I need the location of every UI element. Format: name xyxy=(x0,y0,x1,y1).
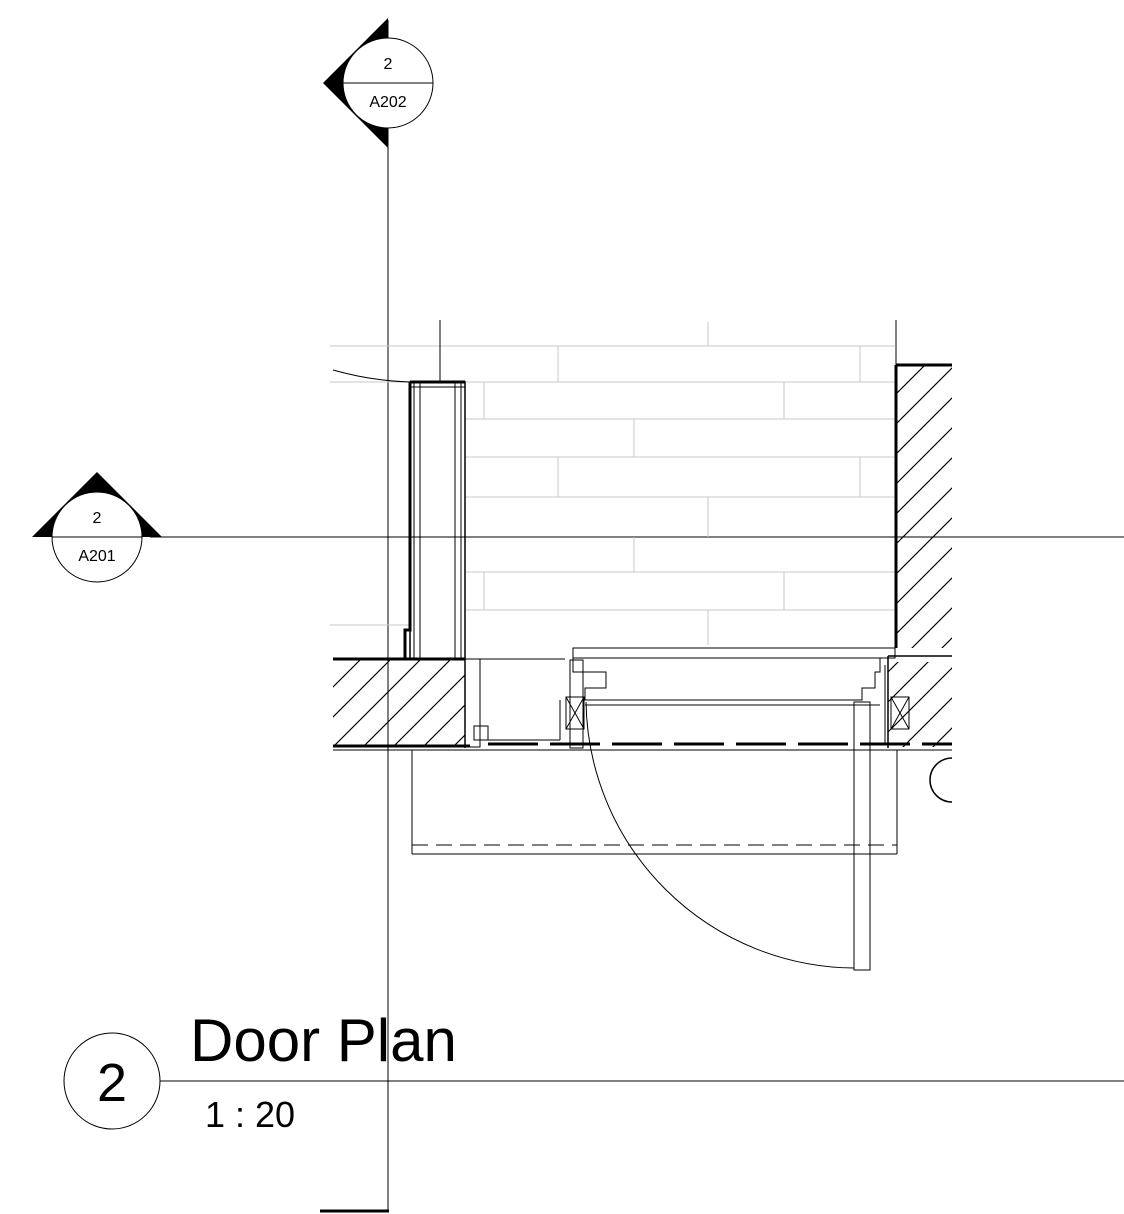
brick-pattern xyxy=(330,320,895,645)
curved-boundary-line xyxy=(332,369,411,383)
left-lower-wall-section xyxy=(333,657,466,748)
floor-edge xyxy=(333,742,952,751)
door-frame xyxy=(464,647,910,749)
view-title-block xyxy=(63,1032,1124,1130)
section-marker-sheet: A202 xyxy=(369,94,406,111)
section-marker-sheet: A201 xyxy=(78,548,115,565)
canopy-outline xyxy=(411,750,898,855)
section-marker-a202 xyxy=(323,18,434,148)
view-title-scale: 1 : 20 xyxy=(205,1094,295,1135)
view-title-name: Door Plan xyxy=(190,1007,457,1074)
section-marker-number: 2 xyxy=(93,510,102,527)
section-lines xyxy=(150,20,1124,1213)
left-stud-wall xyxy=(403,380,466,660)
door-swing xyxy=(585,701,871,971)
right-wall-section xyxy=(887,363,952,748)
view-title-number: 2 xyxy=(97,1053,127,1113)
section-marker-number: 2 xyxy=(384,56,393,73)
section-marker-a201 xyxy=(32,472,162,583)
partial-grid-bubble xyxy=(929,757,953,803)
